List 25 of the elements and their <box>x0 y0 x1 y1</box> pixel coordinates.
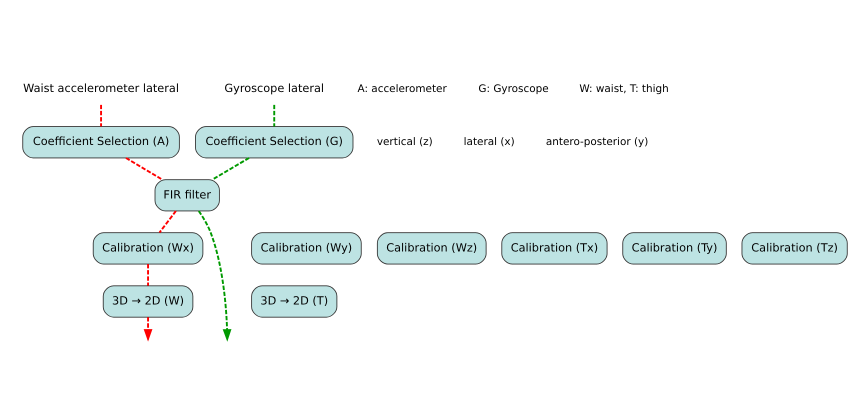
node-box: 3D → 2D (W) <box>102 284 194 318</box>
connector <box>100 104 102 126</box>
node-box: Calibration (Wx) <box>92 232 204 264</box>
node-box: FIR filter <box>154 178 220 211</box>
connector <box>158 210 177 233</box>
connector <box>212 156 250 180</box>
label: G: Gyroscope <box>478 82 549 94</box>
connector <box>147 264 150 286</box>
node-box: 3D → 2D (T) <box>251 284 338 318</box>
node-box: Coefficient Selection (G) <box>195 126 354 158</box>
node-box: Calibration (Tz) <box>742 232 848 264</box>
label: lateral (x) <box>464 135 515 148</box>
node-box: Calibration (Ty) <box>622 232 727 264</box>
label: A: accelerometer <box>358 82 447 94</box>
node-box: Coefficient Selection (A) <box>22 126 180 158</box>
node-box: Calibration (Wy) <box>251 232 362 264</box>
label: antero-posterior (y) <box>546 135 648 148</box>
node-text: Gyroscope lateral <box>224 82 324 95</box>
connector <box>273 104 276 126</box>
node-box: Calibration (Wz) <box>376 232 487 264</box>
label: vertical (z) <box>376 135 433 148</box>
node-box: Calibration (Tx) <box>501 232 608 264</box>
label: W: waist, T: thigh <box>579 82 669 94</box>
node-text: Waist accelerometer lateral <box>23 82 179 95</box>
connector <box>125 156 163 180</box>
